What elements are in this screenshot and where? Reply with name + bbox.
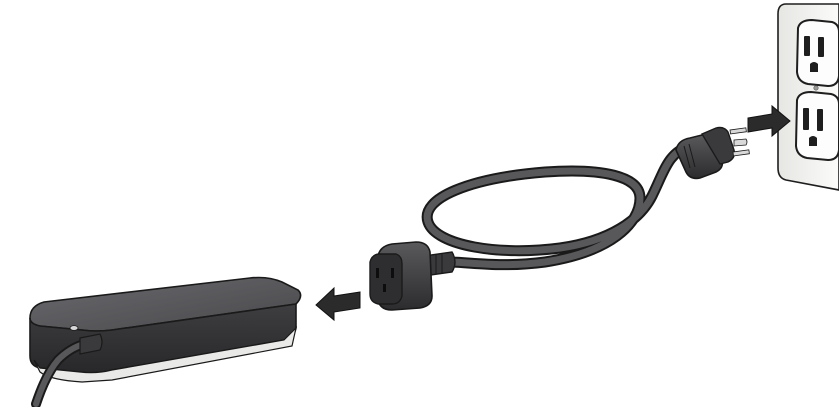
arrow-right-icon [747, 104, 791, 138]
outlet-receptacle-bottom [794, 90, 839, 162]
power-adapter [29, 276, 302, 407]
iec-connector [369, 241, 456, 311]
outlet-receptacle-top [795, 18, 839, 88]
wall-plug [675, 126, 750, 180]
arrow-left-icon [315, 286, 361, 322]
power-cord [421, 140, 696, 271]
wall-outlet [777, 3, 839, 191]
